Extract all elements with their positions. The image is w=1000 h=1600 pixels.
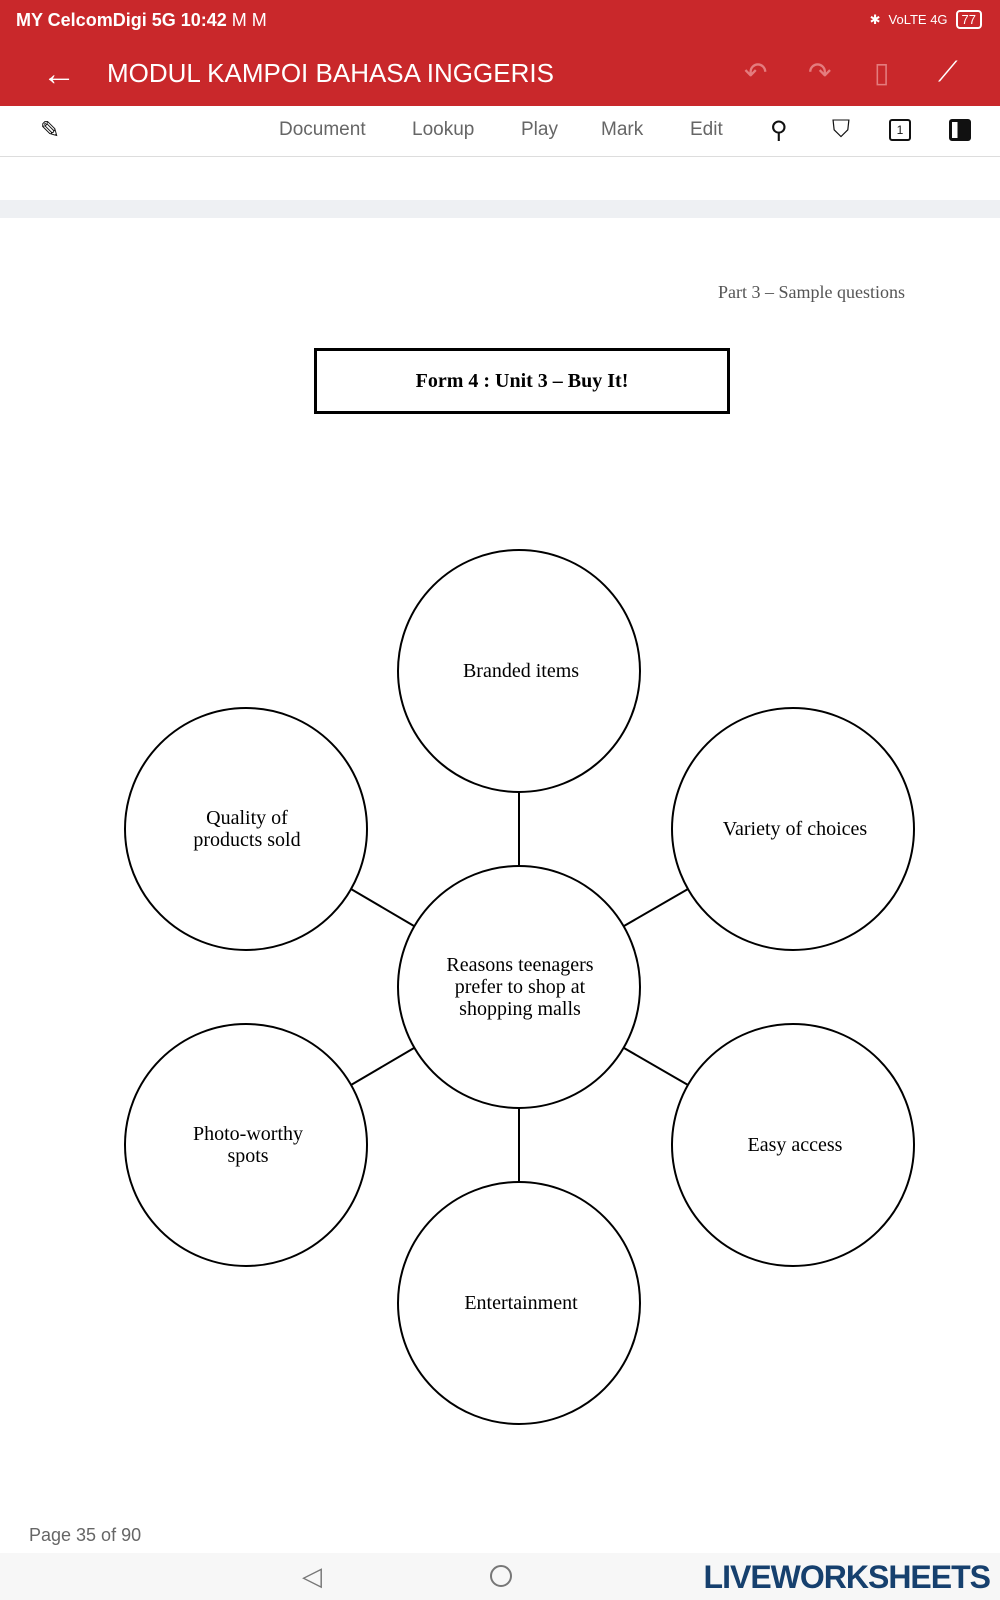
tab-play[interactable]: Play [521,119,558,140]
node-label: Easy access [747,1134,843,1156]
nav-home-icon[interactable] [490,1565,512,1587]
node-circle [397,1181,641,1425]
share-icon[interactable]: ⟋ [938,56,958,87]
tab-lookup[interactable]: Lookup [412,119,475,140]
back-arrow-icon[interactable]: ← [42,55,76,93]
redo-icon[interactable]: ↷ [808,57,832,88]
carrier: MY CelcomDigi 5G [16,10,176,30]
toolbar: ✎ Document Lookup Play Mark Edit ⚲ ⛉ 1 [0,106,1000,157]
connector [350,888,415,927]
clock: 10:42 [180,10,227,30]
tab-edit[interactable]: Edit [690,119,723,140]
mail-icon: M M [231,10,267,30]
tab-document[interactable]: Document [279,119,366,140]
page-count-icon[interactable]: 1 [889,119,911,141]
page-separator [0,200,1000,218]
node-circle [671,1023,915,1267]
connector [623,888,689,927]
node-circle [124,1023,368,1267]
node-label: Entertainment [464,1292,578,1314]
app-header: MY CelcomDigi 5G 10:42 M M ✱ VoLTE 4G 77 ←… [0,0,1000,106]
node-label: Photo-worthy spots [193,1123,303,1167]
status-bar: MY CelcomDigi 5G 10:42 M M [16,10,267,31]
liveworksheets-logo: LIVEWORKSHEETS [703,1559,991,1595]
node-label: Quality of products sold [193,807,301,851]
nav-back-icon[interactable]: ◁ [302,1561,322,1591]
node-label: Branded items [462,660,580,682]
node-label: Variety of choices [722,818,868,840]
reading-mode-icon[interactable] [949,119,971,141]
page-indicator: Page 35 of 90 [29,1525,142,1545]
pen-icon[interactable]: ✎ [40,117,61,144]
system-nav-bar: ◁ LIVEWORKSHEETS [0,1553,1000,1600]
bluetooth-icon: ✱ [869,11,881,27]
network-icon: VoLTE 4G [888,12,948,27]
part-heading: Part 3 – Sample questions [718,282,905,302]
center-circle [397,865,641,1109]
status-icons: ✱ VoLTE 4G 77 [870,10,982,29]
search-icon[interactable]: ⚲ [770,117,788,144]
unit-title: Form 4 : Unit 3 – Buy It! [314,348,730,414]
save-icon[interactable]: ▯ [874,57,890,88]
tab-mark[interactable]: Mark [601,119,644,140]
document-title: MODUL KAMPOI BAHASA INGGERIS [107,58,554,88]
connector [350,1047,415,1086]
connector [623,1047,689,1086]
bookmark-icon[interactable]: ⛉ [832,116,850,143]
battery-icon: 77 [955,10,982,29]
node-circle [397,549,641,793]
undo-icon[interactable]: ↶ [744,57,768,88]
node-circle [671,707,915,951]
node-circle [124,707,368,951]
center-label: Reasons teenagers prefer to shop at shop… [446,954,594,1020]
